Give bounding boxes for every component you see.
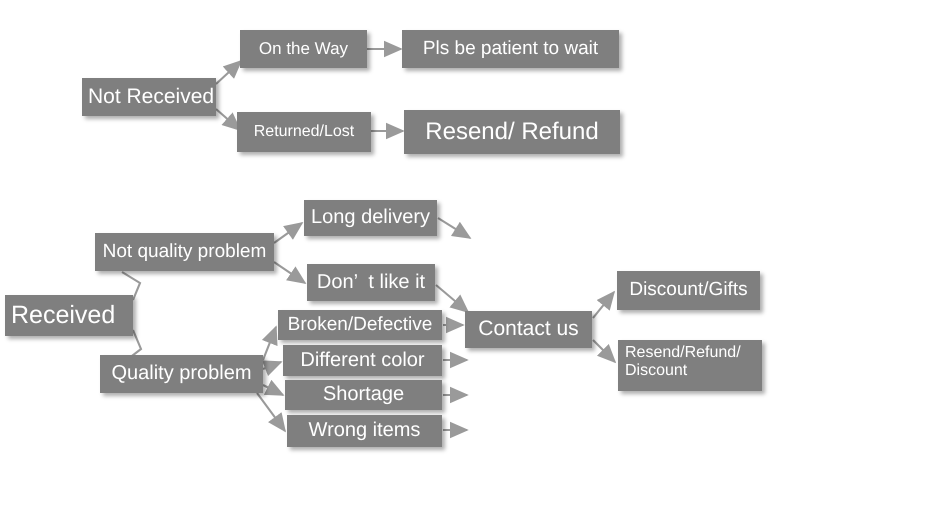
- connector-notreceived-ontheway: [215, 59, 243, 85]
- connector-quality-wrongitems: [256, 392, 286, 433]
- connector-contactus-resendrefunddiscount: [592, 339, 617, 364]
- node-quality-problem[interactable]: Quality problem: [100, 355, 263, 393]
- node-resend-refund[interactable]: Resend/ Refund: [404, 110, 620, 154]
- node-resend-refund-discount[interactable]: Resend/Refund/ Discount: [618, 340, 762, 391]
- node-long-delivery[interactable]: Long delivery: [304, 200, 437, 236]
- node-different-color[interactable]: Different color: [283, 345, 442, 376]
- node-contact-us[interactable]: Contact us: [465, 311, 592, 348]
- node-broken-defective[interactable]: Broken/Defective: [278, 310, 442, 340]
- node-dont-like-it[interactable]: Don’ t like it: [307, 264, 435, 301]
- connector-quality-shortage: [262, 379, 285, 396]
- node-discount-gifts[interactable]: Discount/Gifts: [617, 271, 760, 310]
- connector-notquality-dontlike: [273, 261, 307, 284]
- connector-quality-broken: [261, 325, 278, 361]
- connector-longdelivery-contactus: [437, 217, 472, 239]
- connector-received-notquality: [121, 271, 142, 301]
- node-not-received[interactable]: Not Received: [82, 78, 216, 116]
- node-not-quality-problem[interactable]: Not quality problem: [95, 233, 274, 271]
- connector-notreceived-returnedlost: [215, 108, 242, 132]
- node-received[interactable]: Received: [5, 295, 133, 336]
- node-on-the-way[interactable]: On the Way: [240, 30, 367, 68]
- node-shortage[interactable]: Shortage: [285, 380, 442, 410]
- node-returned-lost[interactable]: Returned/Lost: [237, 112, 371, 152]
- node-pls-be-patient-to-wait[interactable]: Pls be patient to wait: [402, 30, 619, 68]
- connector-contactus-discountgifts: [592, 290, 616, 319]
- connector-notquality-longdelivery: [273, 222, 304, 244]
- node-wrong-items[interactable]: Wrong items: [287, 415, 442, 447]
- connector-quality-differentcolor: [261, 360, 283, 377]
- connector-dontlike-contactus: [435, 284, 470, 314]
